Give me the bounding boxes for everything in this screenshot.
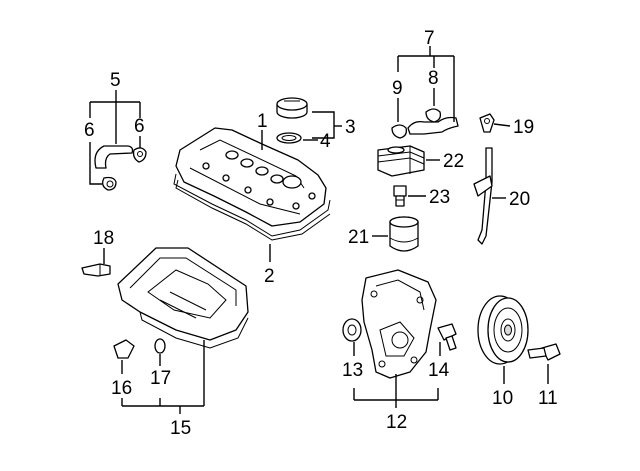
- callout-9[interactable]: 9: [392, 78, 403, 99]
- callout-19[interactable]: 19: [513, 117, 534, 138]
- oil-cooler-hose[interactable]: [407, 116, 459, 135]
- cooler-hose-clamp-lower[interactable]: [391, 124, 408, 139]
- callout-5[interactable]: 5: [110, 70, 121, 91]
- callout-21[interactable]: 21: [348, 227, 369, 248]
- pcv-hose[interactable]: [94, 145, 134, 169]
- callout-3[interactable]: 3: [345, 117, 356, 138]
- callout-8[interactable]: 8: [428, 68, 439, 89]
- callout-6-right[interactable]: 6: [134, 116, 145, 137]
- callout-1[interactable]: 1: [257, 111, 268, 132]
- oil-pan[interactable]: [117, 247, 249, 349]
- callout-16[interactable]: 16: [111, 378, 132, 399]
- drain-plug[interactable]: [113, 339, 135, 359]
- cooler-fitting[interactable]: [393, 185, 407, 207]
- drain-plug-gasket[interactable]: [154, 338, 166, 354]
- callout-15[interactable]: 15: [170, 418, 191, 439]
- callout-10[interactable]: 10: [492, 388, 513, 409]
- callout-12[interactable]: 12: [386, 412, 407, 433]
- dipstick-handle[interactable]: [479, 113, 495, 133]
- crankshaft-pulley[interactable]: [477, 295, 529, 365]
- callout-22[interactable]: 22: [443, 151, 464, 172]
- callout-2[interactable]: 2: [264, 266, 275, 287]
- cover-bolt[interactable]: [437, 323, 457, 351]
- callout-17[interactable]: 17: [150, 368, 171, 389]
- dipstick-tube[interactable]: [473, 147, 493, 245]
- timing-cover[interactable]: [361, 269, 437, 379]
- callout-14[interactable]: 14: [428, 360, 450, 381]
- cap-seal[interactable]: [276, 132, 302, 144]
- cover-seal[interactable]: [342, 318, 362, 342]
- leader-lines: [89, 46, 549, 414]
- oil-filter[interactable]: [389, 216, 419, 252]
- oil-cooler[interactable]: [377, 145, 425, 177]
- callout-20[interactable]: 20: [509, 189, 530, 210]
- valve-cover[interactable]: [175, 127, 327, 227]
- oil-pressure-sensor[interactable]: [81, 263, 111, 277]
- callout-18[interactable]: 18: [93, 228, 114, 249]
- oil-filler-cap[interactable]: [276, 97, 308, 119]
- callout-11[interactable]: 11: [538, 388, 558, 409]
- callout-6-left[interactable]: 6: [84, 120, 95, 141]
- valve-cover-gasket[interactable]: [173, 173, 331, 241]
- callout-labels: 1 2 3 4 5 6 6 7 8 9 10 11 12 13 14 15 16…: [84, 28, 558, 439]
- callout-4[interactable]: 4: [320, 131, 331, 152]
- callout-13[interactable]: 13: [342, 360, 363, 381]
- hose-clamp-right[interactable]: [132, 147, 147, 163]
- pulley-bolt[interactable]: [527, 343, 561, 361]
- callout-23[interactable]: 23: [429, 187, 450, 208]
- cooler-hose-clamp-upper[interactable]: [425, 108, 442, 123]
- hose-clamp-left[interactable]: [102, 176, 117, 191]
- callout-7[interactable]: 7: [424, 28, 435, 49]
